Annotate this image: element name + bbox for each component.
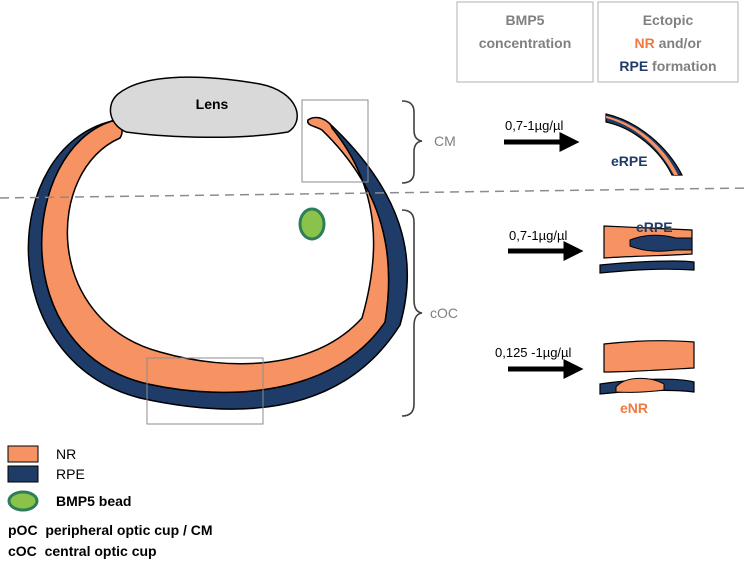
formation-header-line2: NR and/or	[635, 35, 702, 51]
formation-header-line3: RPE formation	[619, 58, 716, 74]
row2-concentration: 0,7-1µg/µl	[509, 228, 567, 243]
concentration-header-box	[456, 1, 594, 83]
row3-result: eNR	[620, 400, 648, 416]
concentration-header-line1: BMP5	[506, 12, 545, 28]
lens-label: Lens	[196, 96, 229, 112]
nr-layer	[41, 116, 390, 394]
legend-rpe-swatch	[7, 465, 39, 483]
row3-concentration: 0,125 -1µg/µl	[495, 345, 572, 360]
row3-enr-patch	[615, 377, 665, 393]
row1-concentration: 0,7-1µg/µl	[505, 118, 563, 133]
concentration-header-line2: concentration	[479, 35, 572, 51]
legend-rpe-label: RPE	[56, 466, 85, 482]
coc-label: cOC	[430, 305, 458, 321]
row1-result: eRPE	[611, 153, 648, 169]
formation-header-formation: formation	[648, 58, 716, 74]
formation-header-line1: Ectopic	[643, 12, 694, 28]
formation-header-box	[597, 1, 739, 83]
bmp5-bead	[298, 207, 326, 241]
legend-nr-label: NR	[56, 446, 76, 462]
row3-nr-tissue	[603, 340, 695, 373]
formation-header-rpe: RPE	[619, 58, 648, 74]
lens-shape	[109, 76, 298, 139]
legend-nr-swatch	[7, 445, 39, 463]
row2-rpe-base	[599, 260, 695, 274]
cm-label: CM	[434, 133, 456, 149]
row2-result: eRPE	[636, 219, 673, 235]
coc-bracket	[401, 209, 423, 417]
formation-header-nr: NR	[635, 35, 655, 51]
row2-erpe-patch	[629, 234, 693, 252]
region-separator	[0, 187, 750, 199]
legend-bead-icon	[7, 490, 39, 512]
cm-region-box	[301, 99, 369, 183]
cm-bracket	[401, 100, 423, 184]
coc-region-box	[146, 357, 264, 425]
formation-header-andor: and/or	[655, 35, 702, 51]
legend-bead-label: BMP5 bead	[56, 493, 131, 509]
row1-nr-strip	[606, 116, 678, 175]
legend-coc-label: cOC central optic cup	[8, 543, 157, 559]
legend-poc-label: pOC peripheral optic cup / CM	[8, 522, 213, 538]
